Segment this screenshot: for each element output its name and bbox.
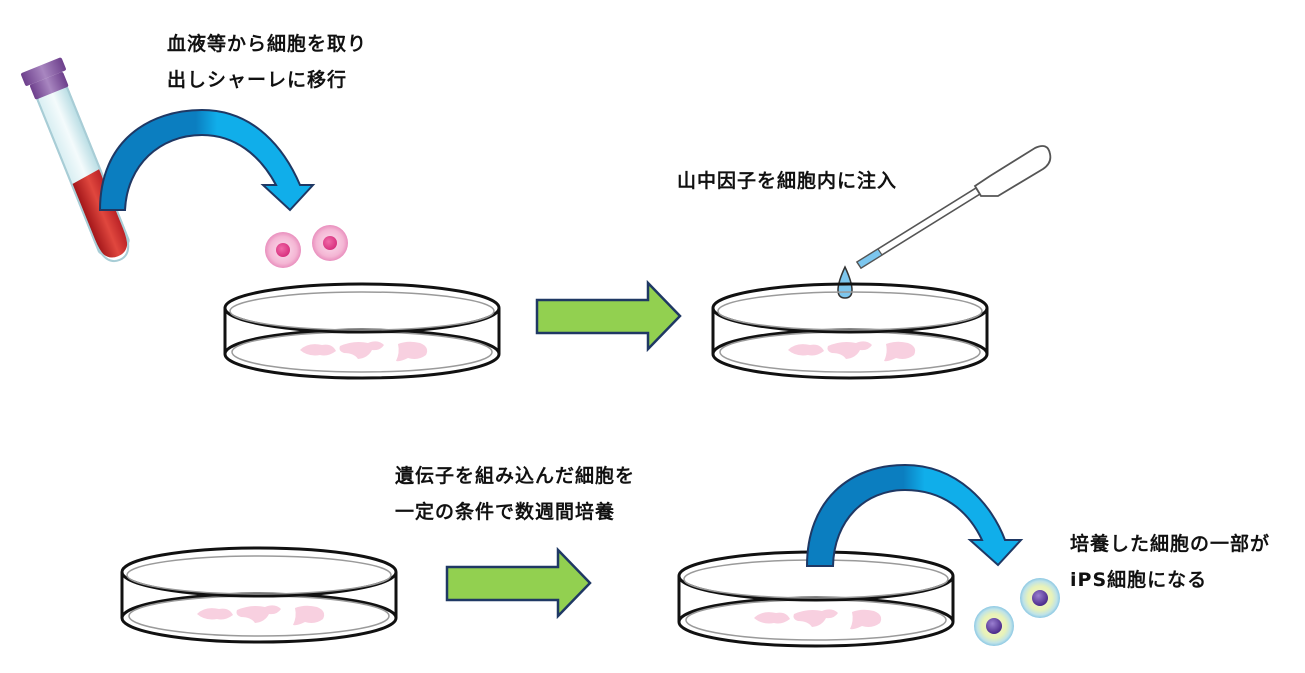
step4-caption-line: iPS細胞になる: [1070, 569, 1208, 591]
flow-arrow-step3-to-step4: [445, 548, 592, 618]
flow-arrow-step1-to-step2: [535, 281, 682, 351]
step3-caption-line: 一定の条件で数週間培養: [395, 501, 616, 523]
step2-caption-line: 山中因子を細胞内に注入: [677, 170, 898, 192]
ips-cell-icon: [974, 606, 1014, 646]
step3-caption: 遺伝子を組み込んだ細胞を 一定の条件で数週間培養: [395, 458, 635, 530]
curved-arrow-icon: [805, 463, 1024, 567]
petri-dish-icon: [223, 282, 501, 380]
petri-dish-icon: [711, 282, 989, 380]
curved-arrow-icon: [98, 108, 316, 212]
pink-cell-icon: [312, 225, 348, 261]
step4-caption-line: 培養した細胞の一部が: [1070, 533, 1271, 555]
step1-caption-line: 出しシャーレに移行: [167, 69, 348, 91]
step4-caption: 培養した細胞の一部が iPS細胞になる: [1070, 526, 1270, 598]
ips-cell-icon: [1020, 578, 1060, 618]
step1-caption: 血液等から細胞を取り 出しシャーレに移行: [167, 26, 367, 98]
step2-caption: 山中因子を細胞内に注入: [677, 163, 897, 199]
step1-caption-line: 血液等から細胞を取り: [167, 33, 368, 55]
petri-dish-icon: [120, 546, 398, 644]
step3-caption-line: 遺伝子を組み込んだ細胞を: [395, 465, 636, 487]
drop-icon: [837, 265, 853, 299]
test-tube-icon: [21, 57, 130, 262]
pink-cell-icon: [265, 232, 301, 268]
pipette-icon: [855, 145, 1052, 270]
